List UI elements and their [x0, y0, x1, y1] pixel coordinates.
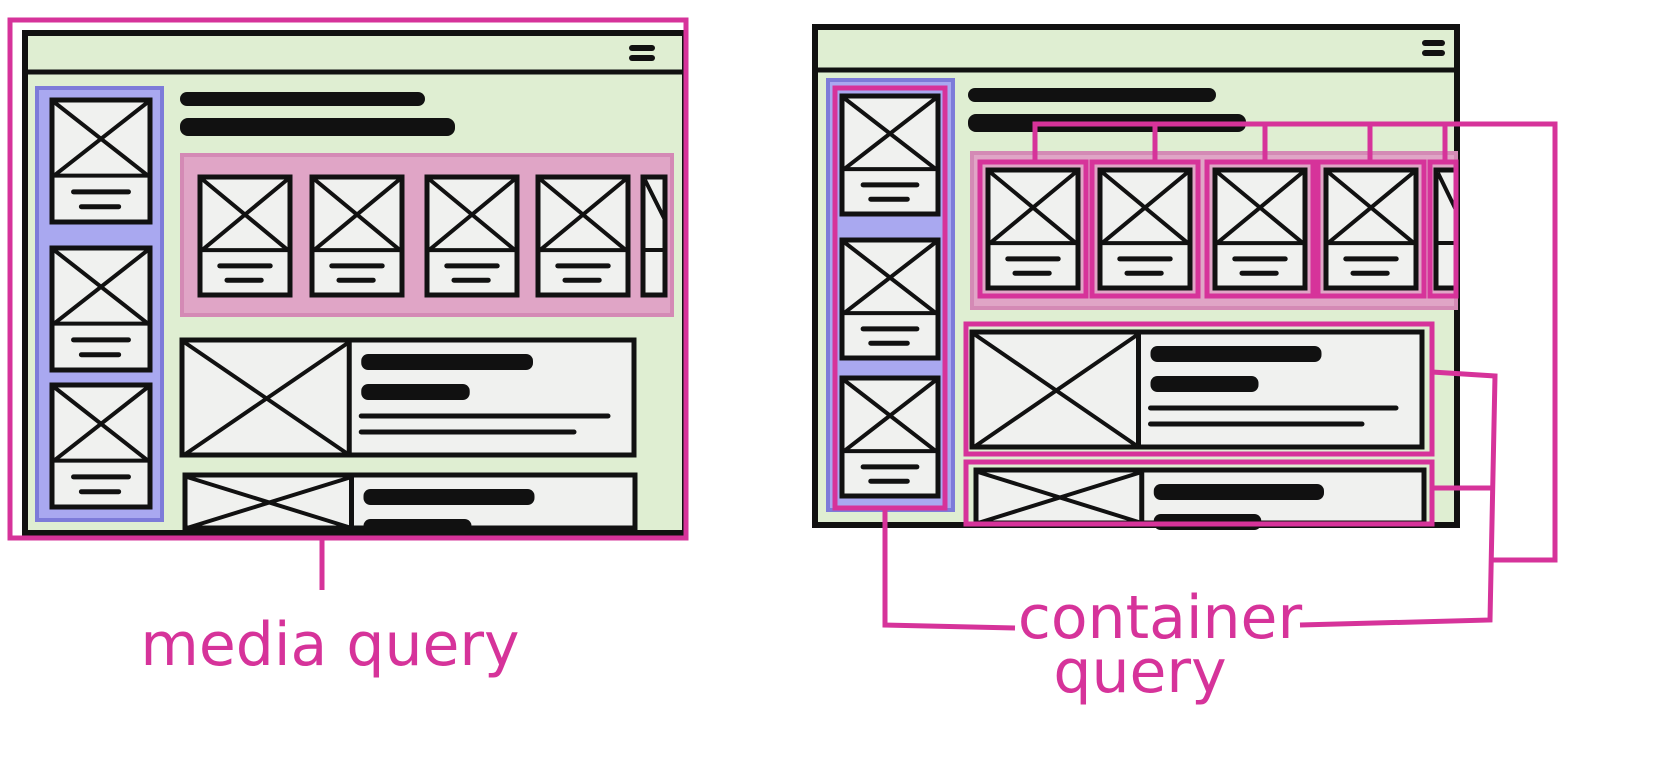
browser-window: [22, 30, 688, 536]
wireframe-card-partial: [1433, 167, 1459, 291]
image-placeholder-icon: [988, 170, 1078, 246]
container-query-label-line2: query: [1053, 637, 1226, 707]
wireframe-card: [424, 174, 520, 298]
carousel-card-container-outlines: [977, 159, 1459, 299]
feature-title-bar: [363, 489, 535, 505]
feature-subtitle-bar: [363, 519, 472, 535]
image-placeholder-icon: [52, 385, 150, 463]
sidebar-cards: [49, 97, 153, 510]
image-placeholder-icon: [977, 470, 1145, 525]
card-container-outline: [1427, 159, 1459, 299]
sidebar-cards: [839, 93, 941, 499]
menu-icon: [629, 45, 655, 61]
media-query-label: media query: [140, 610, 519, 680]
wireframe-card: [309, 174, 405, 298]
feature-card: [973, 467, 1427, 530]
feature-title-bar: [1150, 346, 1322, 362]
feature-cards: [969, 329, 1427, 530]
feature-container-outline: [963, 459, 1435, 527]
media-query-outline: [7, 17, 689, 541]
carousel-cards: [985, 167, 1459, 291]
feature-card: [969, 329, 1425, 450]
image-placeholder-icon: [538, 177, 628, 253]
menu-icon: [1422, 40, 1445, 56]
wireframe-card: [985, 167, 1081, 291]
image-placeholder-icon: [842, 96, 938, 172]
subheading-bar: [180, 118, 455, 136]
wireframe-card: [197, 174, 293, 298]
image-placeholder-icon: [312, 177, 402, 253]
wireframe-card: [49, 97, 153, 225]
image-placeholder-icon: [427, 177, 517, 253]
image-placeholder-icon: [200, 177, 290, 253]
sidebar-container-outline: [832, 85, 948, 511]
feature-cards: [179, 337, 638, 535]
wireframe-card: [1323, 167, 1419, 291]
heading-bar: [180, 92, 425, 106]
wireframe-card: [839, 237, 941, 361]
card-container-outline: [1315, 159, 1427, 299]
feature-card: [179, 337, 637, 458]
wireframe-card: [49, 245, 153, 373]
feature-container-outline: [963, 321, 1435, 457]
feature-card: [182, 472, 638, 535]
wireframe-card: [839, 375, 941, 499]
container-query-label-line1: container: [1018, 583, 1303, 653]
image-placeholder-icon: [1100, 170, 1190, 246]
image-placeholder-icon: [52, 100, 150, 178]
container-query-connectors: [882, 121, 1558, 631]
feature-title-bar: [361, 354, 533, 370]
feature-title-bar: [1153, 484, 1324, 500]
image-placeholder-icon: [1215, 170, 1305, 246]
card-container-outline: [1089, 159, 1201, 299]
wireframe-card: [535, 174, 631, 298]
browser-window: [812, 24, 1460, 530]
carousel-cards: [197, 174, 668, 298]
wireframe-card: [1212, 167, 1308, 291]
card-container-outline: [977, 159, 1089, 299]
media-query-panel: media query: [7, 17, 689, 680]
image-placeholder-icon: [842, 240, 938, 316]
feature-subtitle-bar: [1150, 376, 1259, 392]
image-placeholder-icon: [182, 340, 352, 457]
wireframe-card: [1097, 167, 1193, 291]
image-placeholder-icon: [52, 248, 150, 326]
image-placeholder-icon: [1326, 170, 1416, 246]
image-placeholder-icon: [842, 378, 938, 454]
wireframe-card: [839, 93, 941, 217]
feature-subtitle-bar: [361, 384, 470, 400]
wireframe-card: [49, 382, 153, 510]
container-query-panel: container query: [812, 24, 1558, 707]
image-placeholder-icon: [186, 475, 354, 530]
wireframe-card-partial: [640, 174, 668, 298]
image-placeholder-icon: [972, 332, 1141, 449]
heading-bar: [968, 88, 1216, 102]
card-container-outline: [1204, 159, 1316, 299]
